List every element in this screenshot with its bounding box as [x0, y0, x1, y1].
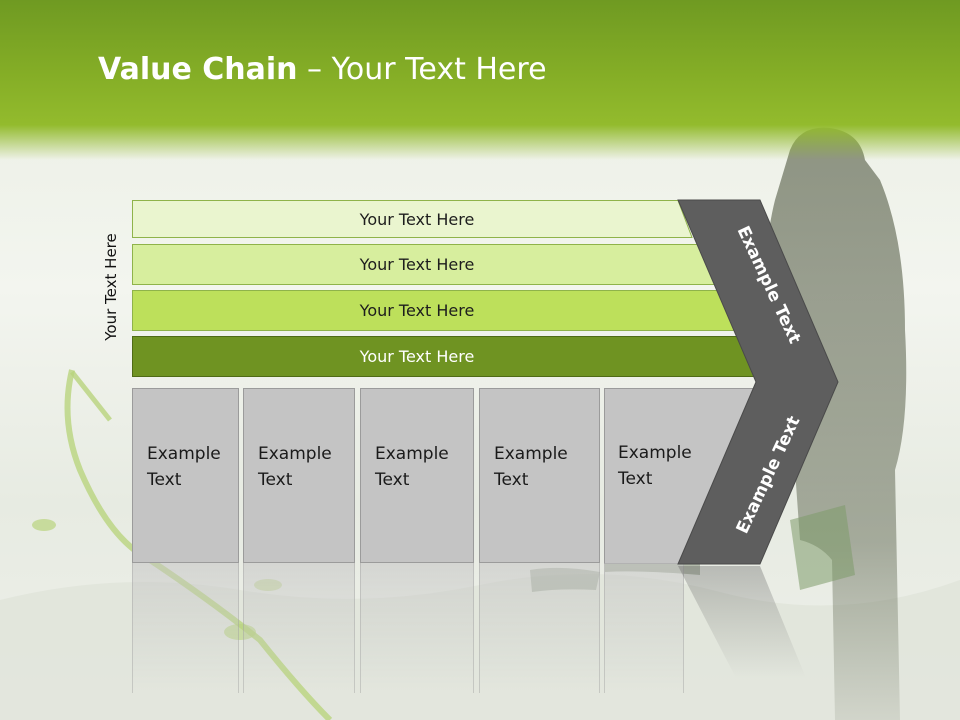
band-4-label: Your Text Here	[359, 347, 475, 366]
column-1-line2: Text	[147, 470, 182, 490]
column-5-reflection	[604, 563, 684, 693]
column-4-line2: Text	[494, 470, 529, 490]
column-3-line2: Text	[375, 470, 410, 490]
band-2-label: Your Text Here	[359, 255, 475, 274]
column-3-line1: Example	[375, 444, 449, 464]
column-5-line2: Text	[618, 469, 653, 489]
column-4-line1: Example	[494, 444, 568, 464]
column-2-line2: Text	[258, 470, 293, 490]
value-chevron	[677, 199, 839, 678]
title-rest: – Your Text Here	[297, 52, 547, 87]
column-5-line1: Example	[618, 443, 692, 463]
band-3-label: Your Text Here	[359, 301, 475, 320]
title-bar	[0, 0, 960, 160]
side-label-text: Your Text Here	[102, 233, 120, 341]
slide-title: Value Chain – Your Text Here	[98, 52, 547, 87]
column-4-reflection	[479, 563, 600, 693]
column-1-line1: Example	[147, 444, 221, 464]
band-1-label: Your Text Here	[359, 209, 475, 229]
column-3-reflection	[360, 563, 474, 693]
column-1-reflection	[132, 563, 239, 693]
column-2-reflection	[243, 563, 355, 693]
title-bold: Value Chain	[98, 52, 298, 87]
column-2-line1: Example	[258, 444, 332, 464]
